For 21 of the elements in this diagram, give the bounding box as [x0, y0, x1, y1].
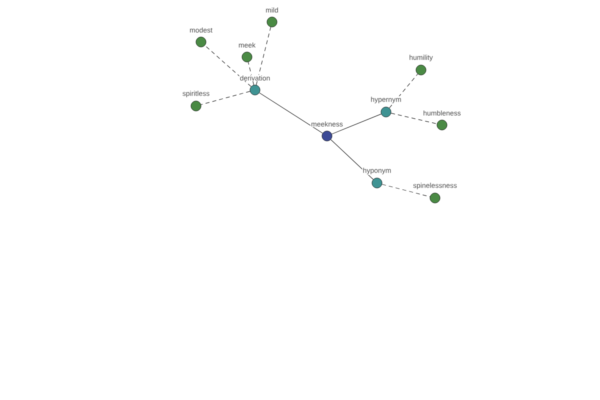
graph-node	[436, 120, 448, 130]
graph-node	[322, 130, 332, 142]
connector	[332, 114, 382, 134]
connector	[389, 74, 418, 108]
graph-node	[416, 64, 426, 76]
connector	[390, 112, 438, 124]
connector	[259, 92, 323, 134]
graph-node	[380, 106, 392, 118]
connector	[382, 184, 430, 197]
connector	[330, 139, 374, 180]
connector	[248, 62, 254, 86]
graph-node	[250, 84, 260, 96]
graph-node	[190, 100, 202, 112]
connector	[256, 26, 271, 86]
connector	[200, 91, 250, 105]
graph-node	[242, 52, 252, 62]
graph-node	[430, 192, 440, 204]
graph-node	[196, 36, 206, 48]
connector	[204, 45, 252, 87]
graph-node	[372, 178, 382, 188]
graph-node	[266, 16, 278, 28]
